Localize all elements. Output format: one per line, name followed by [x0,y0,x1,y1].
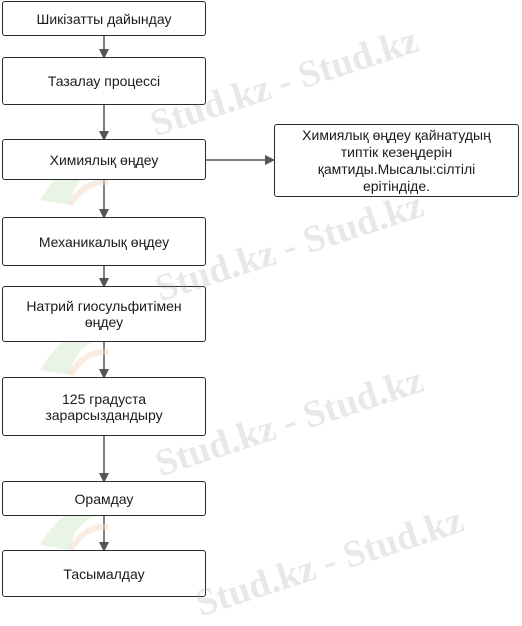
node-label: Тазалау процессі [47,73,161,89]
node-label: Орамдау [74,490,134,507]
node-label: Натрий гиосульфитімен өңдеу [26,298,182,330]
node-label: 125 градуста зарарсыздандыру [45,390,163,423]
node-sodium-treatment: Натрий гиосульфитімен өңдеу [2,286,206,342]
node-label: Химиялық өңдеу [49,151,159,168]
node-cleaning-process: Тазалау процессі [2,57,206,105]
node-raw-material-preparation: Шикізатты дайындау [2,1,206,36]
node-packaging: Орамдау [2,481,206,516]
node-transportation: Тасымалдау [2,550,206,597]
note-label: Химиялық өңдеу қайнатудың типтік кезеңде… [302,126,491,194]
node-mechanical-treatment: Механикалық өңдеу [2,217,206,266]
node-sterilization: 125 градуста зарарсыздандыру [2,377,206,436]
node-label: Шикізатты дайындау [36,10,172,27]
node-label: Механикалық өңдеу [38,233,170,250]
node-chemical-treatment: Химиялық өңдеу [2,139,206,180]
node-chemical-note: Химиялық өңдеу қайнатудың типтік кезеңде… [274,124,519,197]
node-label: Тасымалдау [63,565,145,582]
